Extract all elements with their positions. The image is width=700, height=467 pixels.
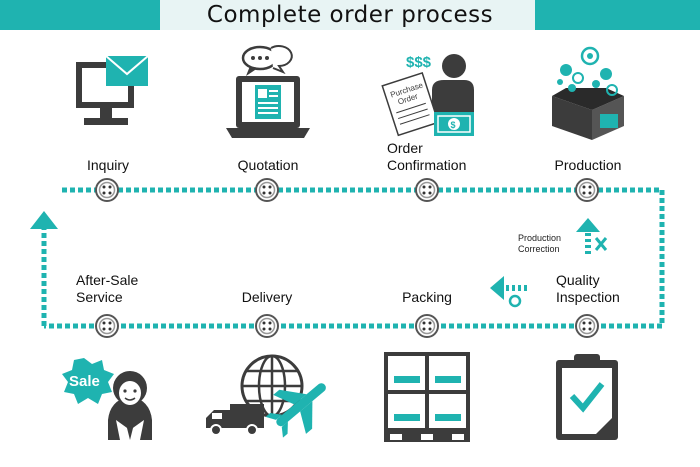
correction-label-line1: Production [518,233,562,243]
node-packing [415,314,439,338]
step-label-quality-line1: Quality [556,272,600,288]
node-quotation [255,178,279,202]
step-label-after-sale-line1: After-Sale [76,272,139,288]
step-label-quality-line2: Inspection [556,289,620,305]
page-title: Complete order process [206,2,494,28]
step-label-after-sale-line2: Service [76,289,123,305]
laptop-document-icon [226,45,310,138]
sale-text: Sale [69,373,100,390]
inspection-return-arrow-icon [490,276,527,308]
computer-mail-icon [76,55,149,125]
step-label-quotation: Quotation [237,157,299,173]
stacked-boxes-icon [384,352,470,442]
dollar-text: $ [451,120,456,130]
node-delivery [255,314,279,338]
step-label-order-line1: Order [387,140,423,156]
node-production [575,178,599,202]
node-order-confirmation [415,178,439,202]
node-inquiry [95,178,119,202]
step-label-inquiry: Inquiry [86,157,130,173]
process-loop-line [41,187,665,329]
node-after-sale [95,314,119,338]
step-label-order-line2: Confirmation [387,157,467,173]
title-banner [0,0,700,30]
globe-truck-plane-icon [206,354,326,438]
step-label-packing: Packing [402,289,452,305]
sale-support-icon: Sale [62,358,152,440]
loop-arrow-up-icon [30,211,58,229]
purchase-order-icon: $$$ Purchase Order $ [381,54,474,137]
production-correction-arrow-icon [576,218,608,254]
step-label-production: Production [554,157,622,173]
money-text: $$$ [406,54,432,71]
node-quality-inspection [575,314,599,338]
product-box-icon [552,46,624,140]
step-label-delivery: Delivery [241,289,293,305]
clipboard-check-icon [556,354,618,440]
correction-label-line2: Correction [518,244,560,254]
